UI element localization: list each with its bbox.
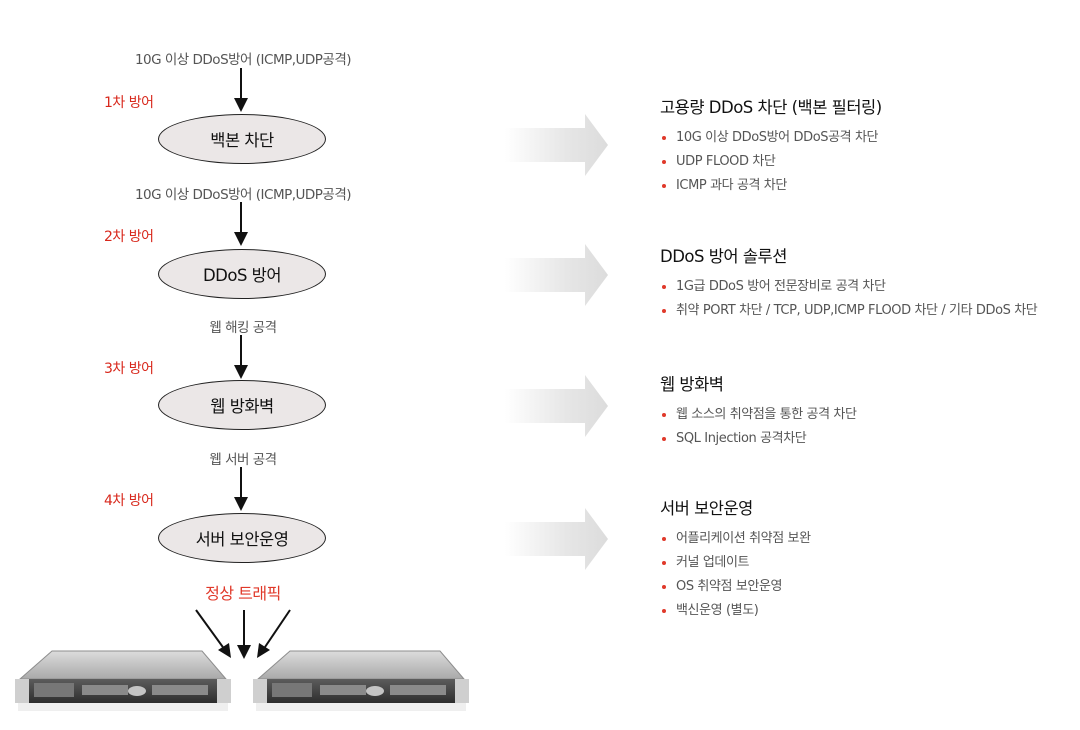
- stage-label-3: 3차 방어: [104, 361, 154, 377]
- server-rack-left-icon: [15, 650, 231, 711]
- list-item: 취약 PORT 차단 / TCP, UDP,ICMP FLOOD 차단 / 기타…: [660, 302, 1038, 326]
- section-title: 웹 방화벽: [660, 375, 724, 394]
- right-arrow-1: [505, 114, 608, 176]
- list-item: 백신운영 (별도): [660, 602, 811, 626]
- stage-label-1: 1차 방어: [104, 95, 154, 111]
- right-arrow-2: [505, 244, 608, 306]
- right-arrow-3: [505, 375, 608, 437]
- section-server-security: 서버 보안운영 어플리케이션 취약점 보완 커널 업데이트 OS 취약점 보안운…: [660, 495, 811, 626]
- list-item: 1G급 DDoS 방어 전문장비로 공격 차단: [660, 278, 1037, 302]
- list-item: 10G 이상 DDoS방어 DDoS공격 차단: [660, 129, 882, 153]
- list-item: OS 취약점 보안운영: [660, 578, 811, 602]
- list-item: UDP FLOOD 차단: [660, 153, 882, 177]
- list-item: ICMP 과다 공격 차단: [660, 177, 882, 201]
- normal-traffic-label: 정상 트래픽: [205, 584, 281, 603]
- down-arrow-1: [234, 68, 248, 112]
- traffic-arrows: [195, 609, 291, 659]
- list-item: 웹 소스의 취약점을 통한 공격 차단: [660, 406, 857, 430]
- node-backbone-block: 백본 차단: [158, 114, 326, 164]
- attack-label-3: 웹 해킹 공격: [209, 320, 277, 336]
- section-title: 서버 보안운영: [660, 499, 753, 518]
- list-item: SQL Injection 공격차단: [660, 430, 857, 454]
- attack-label-1: 10G 이상 DDoS방어 (ICMP,UDP공격): [134, 52, 352, 68]
- stage-label-2: 2차 방어: [104, 229, 154, 245]
- list-item: 어플리케이션 취약점 보완: [660, 530, 811, 554]
- right-arrow-4: [505, 508, 608, 570]
- down-arrow-2: [234, 202, 248, 246]
- list-item: 커널 업데이트: [660, 554, 811, 578]
- section-web-firewall: 웹 방화벽 웹 소스의 취약점을 통한 공격 차단 SQL Injection …: [660, 371, 857, 454]
- node-server-security: 서버 보안운영: [158, 513, 326, 563]
- server-rack-right-icon: [253, 650, 469, 711]
- down-arrow-3: [234, 335, 248, 379]
- node-web-firewall: 웹 방화벽: [158, 380, 326, 430]
- section-ddos-solution: DDoS 방어 솔루션 1G급 DDoS 방어 전문장비로 공격 차단 취약 P…: [660, 243, 1038, 326]
- node-ddos-defense: DDoS 방어: [158, 249, 326, 299]
- attack-label-4: 웹 서버 공격: [209, 452, 277, 468]
- section-title: DDoS 방어 솔루션: [660, 247, 787, 266]
- down-arrow-4: [234, 467, 248, 511]
- section-backbone-filtering: 고용량 DDoS 차단 (백본 필터링) 10G 이상 DDoS방어 DDoS공…: [660, 94, 882, 201]
- stage-label-4: 4차 방어: [104, 493, 154, 509]
- attack-label-2: 10G 이상 DDoS방어 (ICMP,UDP공격): [134, 187, 352, 203]
- section-title: 고용량 DDoS 차단 (백본 필터링): [660, 98, 882, 117]
